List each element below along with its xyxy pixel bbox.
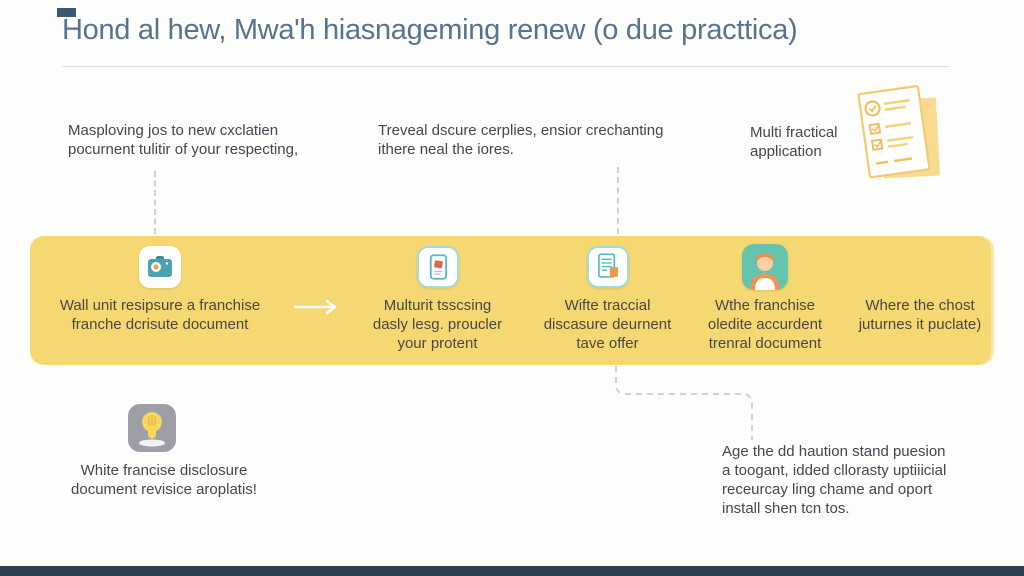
bottom-left-note: White francise disclosure document revis… [71, 462, 257, 498]
arrow-right-icon [293, 299, 343, 315]
process-step-label: Where the chost juturnes it puclate) [858, 297, 982, 333]
phone-icon [416, 246, 459, 288]
process-step-3: Wifte traccial discasure deurnent tave o… [525, 236, 690, 352]
title-divider [62, 66, 950, 67]
person-icon [742, 244, 788, 290]
bottom-accent-bar [0, 566, 1024, 576]
top-note-2: Treveal dscure cerplies, ensior crechant… [378, 122, 664, 158]
connector-dashed-elbow [600, 360, 770, 445]
briefcase-icon [139, 246, 181, 288]
lightbulb-icon [128, 404, 176, 452]
page-title: Hond al hew, Mwa'h hiasnageming renew (o… [62, 14, 798, 46]
process-step-label: Wthe franchise oledite accurdent trenral… [707, 297, 823, 352]
bottom-right-note: Age the dd haution stand puesion a tooga… [722, 443, 947, 517]
checklist-document-icon [850, 84, 954, 188]
connector-dashed-middle [617, 167, 619, 234]
process-step-2: Multurit tsscsing dasly lesg. proucler y… [360, 236, 515, 352]
top-note-1: Masploving jos to new cxclatien pocurnen… [68, 122, 299, 158]
process-step-1: Wall unit resipsure a franchise franche … [45, 236, 275, 333]
connector-dashed-left [154, 171, 156, 234]
process-band: Wall unit resipsure a franchise franche … [30, 236, 994, 365]
process-step-label: Multurit tsscsing dasly lesg. proucler y… [372, 297, 503, 352]
document-icon [586, 246, 629, 288]
process-step-label: Wifte traccial discasure deurnent tave o… [543, 297, 672, 352]
top-left-accent-dash [57, 8, 76, 17]
process-step-label: Wall unit resipsure a franchise franche … [59, 297, 261, 333]
top-note-3: Multi fractical application [750, 124, 838, 160]
process-step-4: Wthe franchise oledite accurdent trenral… [685, 236, 845, 352]
